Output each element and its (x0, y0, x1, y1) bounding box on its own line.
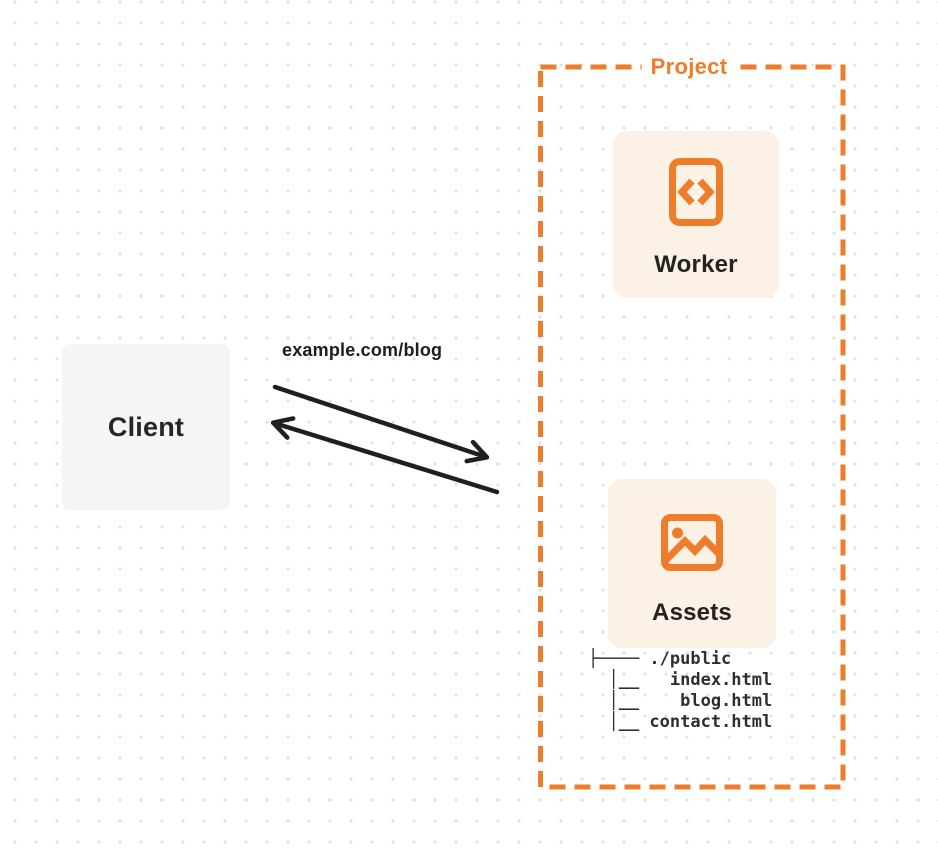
assets-file-tree: ├──── ./public │__ index.html │__ blog.h… (588, 649, 772, 733)
worker-node: Worker (613, 131, 779, 298)
client-label: Client (107, 411, 185, 442)
project-title: Project (641, 52, 737, 82)
response-arrow (270, 416, 500, 495)
image-icon (661, 514, 723, 571)
worker-label: Worker (654, 251, 738, 278)
assets-node: Assets (608, 479, 776, 648)
tree-line-blog: │__ blog.html (588, 691, 773, 711)
code-file-icon (669, 158, 723, 226)
request-arrow (272, 384, 490, 464)
client-node: Client (62, 344, 230, 510)
tree-line-index: │__ index.html (588, 670, 773, 690)
tree-line-contact: │__ contact.html (588, 712, 773, 732)
tree-line-public: ├──── ./public (588, 649, 732, 669)
assets-label: Assets (652, 599, 732, 626)
request-url-label: example.com/blog (282, 340, 443, 360)
